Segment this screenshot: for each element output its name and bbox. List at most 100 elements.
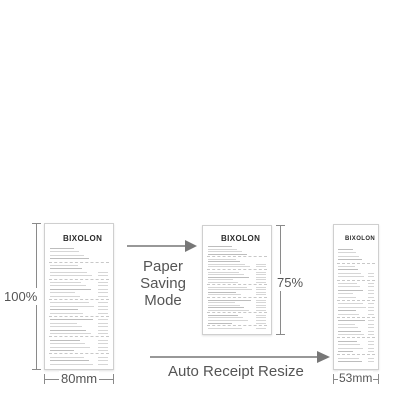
receipt-text-line — [337, 323, 355, 325]
receipt-text-line — [208, 286, 248, 288]
receipt-text-line — [208, 274, 244, 276]
receipt-text-line — [208, 327, 242, 329]
receipt-brand-logo: BIXOLON — [345, 236, 376, 242]
receipt-text-line — [337, 276, 365, 278]
receipt-separator — [207, 256, 267, 258]
receipt-separator — [336, 300, 376, 301]
receipt-separator — [49, 353, 109, 355]
receipt-separator — [207, 268, 267, 270]
receipt-price-line — [98, 343, 108, 345]
receipt-price-line — [368, 272, 375, 274]
receipt-text-line — [337, 361, 363, 363]
receipt-price-line — [368, 327, 375, 329]
receipt-text-line — [50, 305, 94, 307]
receipt-price-line — [368, 361, 375, 363]
receipt-text-line — [337, 252, 356, 254]
receipt-price-line — [368, 303, 375, 305]
height-bracket-cap-bottom — [32, 369, 41, 370]
receipt-text-line — [208, 291, 237, 293]
receipt-price-line — [98, 312, 108, 314]
receipt-text-line — [208, 253, 247, 255]
receipt-text-line — [337, 357, 360, 359]
receipt-price-line — [256, 294, 266, 296]
receipt-separator — [207, 312, 267, 314]
receipt-price-line — [256, 289, 266, 291]
receipt-text-line — [337, 327, 358, 329]
receipt-text-line — [50, 312, 84, 314]
receipt-price-line — [256, 274, 266, 276]
receipt-price-line — [98, 339, 108, 341]
receipt-text-line — [50, 329, 87, 331]
mode-label-auto-resize: Auto Receipt Resize — [168, 363, 304, 380]
receipt-text-line — [208, 266, 250, 268]
receipt-text-line — [50, 292, 75, 294]
receipt-price-line — [98, 292, 108, 294]
receipt-text-line — [50, 333, 92, 334]
receipt-separator — [207, 284, 267, 286]
receipt-text-line — [208, 289, 252, 291]
receipt-separator — [207, 297, 267, 298]
receipt-text-line — [337, 344, 360, 346]
receipt-text-line — [337, 334, 364, 335]
height-bracket-cap-top — [32, 223, 41, 224]
receipt-price-line — [256, 322, 266, 324]
receipt-text-line — [337, 289, 364, 291]
receipt-price-line — [98, 309, 108, 311]
receipt-price-line — [98, 319, 108, 321]
receipt-text-line — [50, 319, 93, 321]
receipt-text-line — [208, 322, 233, 324]
receipt-text-line — [208, 314, 239, 316]
receipt-price-line — [368, 320, 375, 322]
height-label-75: 75% — [277, 274, 304, 291]
receipt-original: BIXOLON — [44, 223, 114, 370]
receipt-text-line — [337, 347, 364, 349]
receipt-price-line — [256, 299, 266, 301]
receipt-brand-logo: BIXOLON — [63, 234, 103, 243]
receipt-text-line — [50, 265, 78, 266]
mode-label-line: Mode — [144, 292, 182, 309]
receipt-text-line — [50, 360, 89, 362]
receipt-price-line — [98, 305, 108, 307]
receipt-price-line — [98, 333, 108, 334]
receipt-price-line — [368, 276, 375, 278]
receipt-text-line — [50, 258, 89, 260]
receipt-price-line — [256, 263, 266, 265]
receipt-text-line — [208, 309, 250, 311]
receipt-text-line — [208, 294, 242, 296]
receipt-price-line — [256, 304, 266, 306]
receipt-text-line — [337, 283, 358, 284]
receipt-text-line — [208, 319, 248, 321]
receipt-price-line — [368, 334, 375, 335]
receipt-price-line — [98, 285, 108, 287]
receipt-price-line — [256, 281, 266, 283]
receipt-price-line — [256, 276, 266, 278]
width-bracket-cap-right — [378, 374, 379, 384]
receipt-price-line — [256, 307, 266, 309]
receipt-text-line — [337, 310, 356, 312]
receipt-text-line — [50, 251, 79, 253]
receipt-price-line — [98, 288, 108, 290]
receipt-text-line — [50, 322, 77, 324]
receipt-text-line — [337, 269, 359, 271]
receipt-text-line — [337, 259, 363, 261]
receipt-price-line — [256, 314, 266, 316]
receipt-auto-resize: BIXOLON — [333, 224, 379, 370]
receipt-text-line — [208, 302, 235, 304]
receipt-price-line — [256, 266, 266, 268]
receipt-text-line — [50, 254, 84, 256]
receipt-price-line — [368, 310, 375, 312]
receipt-text-line — [50, 346, 90, 348]
receipt-text-line — [208, 281, 238, 283]
arrow-right-icon — [150, 351, 330, 363]
mode-label-line: Paper — [142, 258, 184, 275]
receipt-text-line — [50, 248, 75, 249]
receipt-text-line — [50, 285, 86, 287]
receipt-price-line — [368, 283, 375, 284]
receipt-price-line — [256, 286, 266, 288]
receipt-price-line — [98, 282, 108, 283]
receipt-price-line — [98, 346, 108, 348]
receipt-text-line — [50, 350, 75, 351]
receipt-separator — [49, 278, 109, 280]
mode-label-line: Saving — [140, 275, 186, 292]
height-bracket-cap-bottom — [276, 334, 285, 335]
